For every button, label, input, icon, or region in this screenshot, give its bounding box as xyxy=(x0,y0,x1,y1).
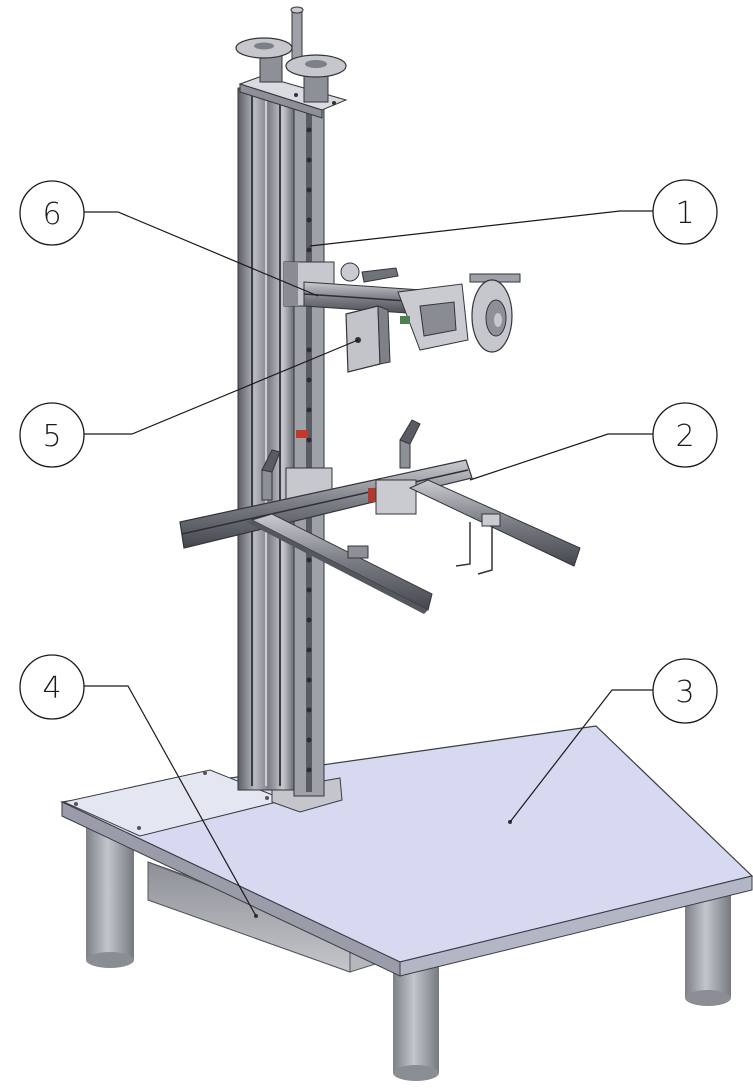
electronics-box xyxy=(147,861,383,973)
leader-1 xyxy=(309,210,653,247)
callout-4: 4 xyxy=(19,654,85,720)
table-leg-front-left xyxy=(393,965,439,1081)
lower-carriage xyxy=(179,419,581,614)
table-top-surface xyxy=(59,725,753,963)
table-base xyxy=(59,725,753,1081)
probe-brackets xyxy=(455,516,493,575)
sensor-mount-plate xyxy=(345,305,381,373)
callout-6-label: 6 xyxy=(42,197,61,232)
callout-4-label: 4 xyxy=(42,671,61,706)
callout-5: 5 xyxy=(19,402,85,468)
upper-carriage xyxy=(283,261,521,373)
leader-6 xyxy=(84,211,319,297)
leader-3 xyxy=(509,689,653,823)
column-holes xyxy=(306,127,312,773)
callout-3-label: 3 xyxy=(675,675,694,710)
callout-2-label: 2 xyxy=(675,419,694,454)
leader-4 xyxy=(84,685,257,917)
clamp-lever-left xyxy=(261,449,281,501)
table-top-right-edge xyxy=(399,875,753,977)
arm-rail-left xyxy=(250,513,433,611)
clamp-lever-right xyxy=(399,419,421,469)
top-handwheel-assembly xyxy=(235,6,348,119)
leader-5 xyxy=(84,339,359,435)
callout-6: 6 xyxy=(19,180,85,246)
callout-1: 1 xyxy=(652,179,718,245)
callout-1-label: 1 xyxy=(675,196,694,231)
vertical-column xyxy=(237,87,343,813)
leader-lines xyxy=(84,210,653,917)
leader-2 xyxy=(469,433,653,481)
callout-2: 2 xyxy=(652,402,718,468)
callout-3: 3 xyxy=(652,658,718,724)
callout-5-label: 5 xyxy=(42,419,61,454)
